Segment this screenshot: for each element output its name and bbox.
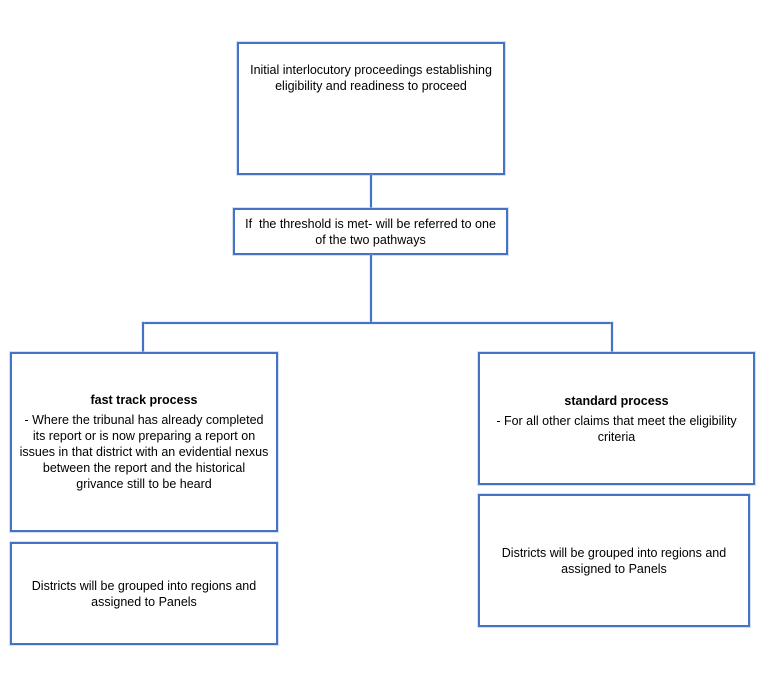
connector-initial-to-threshold bbox=[370, 175, 372, 208]
threshold-text: If the threshold is met- will be referre… bbox=[245, 216, 500, 247]
connector-drop-to-standard bbox=[611, 322, 613, 352]
standard-districts-text: Districts will be grouped into regions a… bbox=[501, 545, 727, 576]
fast-track-title: fast track process bbox=[90, 393, 198, 407]
initial-proceedings-text: Initial interlocutory proceedings establ… bbox=[250, 63, 492, 93]
connector-branch-horizontal bbox=[142, 322, 613, 324]
fast-track-body: - Where the tribunal has already complet… bbox=[19, 413, 269, 491]
initial-proceedings-box: Initial interlocutory proceedings establ… bbox=[237, 42, 505, 175]
standard-process-body: - For all other claims that meet the eli… bbox=[496, 413, 737, 444]
threshold-box: If the threshold is met- will be referre… bbox=[233, 208, 508, 255]
fast-track-districts-box: Districts will be grouped into regions a… bbox=[10, 542, 278, 645]
connector-drop-to-fast-track bbox=[142, 322, 144, 352]
fast-track-districts-text: Districts will be grouped into regions a… bbox=[31, 578, 257, 609]
standard-districts-box: Districts will be grouped into regions a… bbox=[478, 494, 750, 627]
standard-process-box: standard process - For all other claims … bbox=[478, 352, 755, 485]
connector-threshold-down bbox=[370, 255, 372, 323]
standard-process-title: standard process bbox=[564, 393, 669, 408]
fast-track-process-box: fast track process - Where the tribunal … bbox=[10, 352, 278, 532]
